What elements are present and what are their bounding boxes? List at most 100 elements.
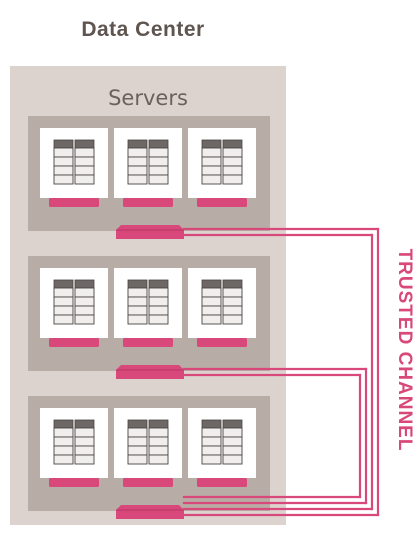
server-unit [222,165,243,176]
server-card [114,268,182,338]
server-icon [201,419,243,465]
server-unit-top [74,139,95,149]
server-icon [127,279,169,325]
rack-group [28,116,270,519]
server [40,268,108,347]
server-port [49,198,99,207]
server [40,128,108,207]
server-unit [222,156,243,167]
server-unit [148,165,169,176]
server-unit-top [53,279,74,289]
server-unit [53,436,74,447]
switch-body [116,505,184,519]
server [188,268,256,347]
server-unit [222,445,243,456]
server-unit [53,454,74,465]
trusted-channel-label: TRUSTED CHANNEL [394,249,415,452]
server [114,128,182,207]
server-unit [127,147,148,158]
server-unit [222,314,243,325]
server-icon [53,279,95,325]
switch-body [116,225,184,239]
server-unit-top [74,419,95,429]
server-unit [53,427,74,438]
server-unit-top [201,279,222,289]
server-card [114,408,182,478]
server-unit [127,174,148,185]
server-port [197,198,247,207]
server-unit [148,156,169,167]
server-rack [28,396,270,519]
server-card [188,408,256,478]
server-unit [201,165,222,176]
server-unit-top [222,279,243,289]
servers-label: Servers [108,86,188,110]
server-unit [201,296,222,307]
server-unit-top [148,139,169,149]
server [188,408,256,487]
server-unit [127,314,148,325]
server-unit [53,165,74,176]
server-unit [127,296,148,307]
server-unit [53,296,74,307]
server-rack [28,256,270,379]
rack-switch [116,225,184,239]
server-unit [53,314,74,325]
server-unit [148,427,169,438]
server-icon [53,139,95,185]
server-unit [74,156,95,167]
server-unit [201,147,222,158]
server-unit [127,436,148,447]
server-port [49,338,99,347]
server-unit [201,287,222,298]
server-unit [148,296,169,307]
server-unit-top [148,279,169,289]
server-port [123,198,173,207]
server-unit [53,147,74,158]
rack-switch [116,505,184,519]
server-unit [74,174,95,185]
server-unit [127,454,148,465]
server-unit [53,287,74,298]
server [114,268,182,347]
server-unit [201,305,222,316]
server-unit [74,147,95,158]
rack-switch [116,365,184,379]
server [40,408,108,487]
server-unit-top [74,279,95,289]
server-unit [127,445,148,456]
server-unit [53,445,74,456]
server-unit [74,296,95,307]
server-unit [222,436,243,447]
server-unit-top [127,419,148,429]
server-unit [74,427,95,438]
server-icon [201,279,243,325]
server-port [197,338,247,347]
server-unit [74,314,95,325]
server-unit [222,427,243,438]
server-unit-top [53,419,74,429]
server-unit [148,305,169,316]
server-port [197,478,247,487]
server-unit [127,156,148,167]
server-unit [74,287,95,298]
server-card [188,128,256,198]
server-card [114,128,182,198]
server-unit [201,174,222,185]
server-unit-top [222,419,243,429]
trusted-channel-lines [182,227,380,517]
server-unit [127,427,148,438]
server-unit [222,287,243,298]
server-port [123,478,173,487]
server-unit [127,165,148,176]
server-unit [201,445,222,456]
server-rack [28,116,270,239]
server-unit [148,454,169,465]
server-unit [222,305,243,316]
server-unit [148,174,169,185]
server-unit [148,445,169,456]
server-unit [201,314,222,325]
server-unit [74,165,95,176]
server-unit-top [53,139,74,149]
server [114,408,182,487]
